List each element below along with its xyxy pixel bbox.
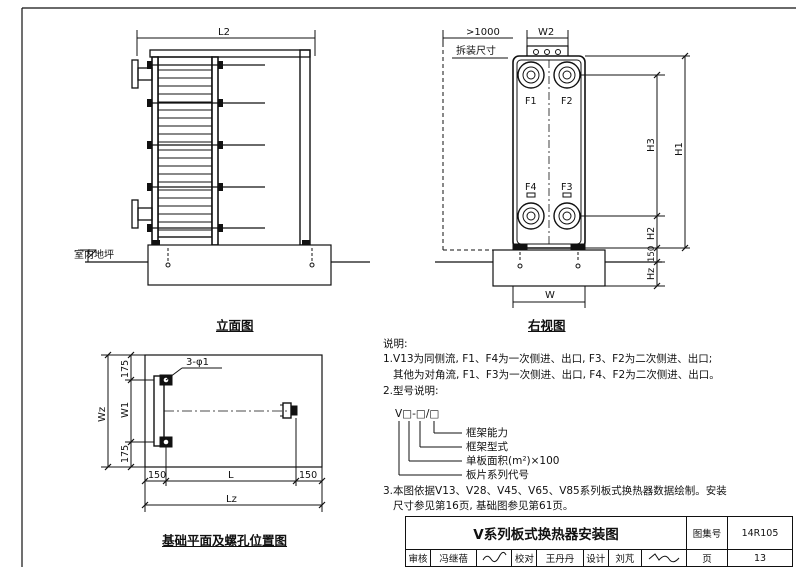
dim-w: W (545, 290, 555, 301)
dim-l: L (228, 470, 234, 481)
elevation-nozzles (131, 59, 153, 229)
dim-175-top: 175 (120, 360, 131, 378)
dim-150-left: 150 (148, 470, 166, 481)
elevation-dim-l2: L2 (218, 27, 230, 38)
elevation-title: 立面图 (216, 318, 254, 333)
port-f1-label: F1 (525, 96, 537, 107)
review-label: 审核 (405, 549, 431, 567)
notes-line-4: 3.本图依据V13、V28、V45、V65、V85系列板式换热器数据绘制。安装 (383, 485, 727, 497)
dim-wz: Wz (97, 407, 108, 422)
tie-bolts (150, 64, 265, 229)
design-name: 刘芃 (607, 549, 643, 567)
page-number: 13 (727, 549, 793, 567)
notes-line-5: 尺寸参见第16页, 基础图参见第61页。 (393, 500, 574, 512)
foundation-plan: 3-φ1 Wz 175 W1 175 150 L 150 Lz (97, 351, 326, 512)
model-frame-capacity: 框架能力 (466, 427, 508, 439)
elevation-view: L2 (74, 27, 370, 286)
port-f2-label: F2 (561, 96, 573, 107)
dim-w1: W1 (120, 402, 131, 418)
design-label: 设计 (582, 549, 609, 567)
notes-line-2: 其他为对角流, F1、F3为一次侧进、出口, F4、F2为二次侧进、出口。 (393, 369, 720, 381)
port-f4-label: F4 (525, 182, 537, 193)
dim-175-bottom: 175 (120, 445, 131, 463)
port-f3-label: F3 (561, 182, 573, 193)
model-code: V□-□/□ (395, 408, 440, 420)
drawing-title: V系列板式换热器安装图 (405, 516, 687, 550)
dim-over-1000: >1000 (466, 27, 500, 38)
dim-w2: W2 (538, 27, 554, 38)
dim-hz: Hz (646, 268, 657, 280)
check-label: 校对 (511, 549, 538, 567)
floor-label: 室内地坪 (74, 248, 114, 261)
atlas-number: 14R105 (727, 516, 793, 550)
dim-h1: H1 (674, 142, 685, 156)
review-signature (476, 549, 513, 567)
check-name: 王丹丹 (536, 549, 584, 567)
foundation-title: 基础平面及螺孔位置图 (162, 533, 288, 548)
model-plate-area: 单板面积(m²)×100 (466, 455, 560, 467)
plate-pack (157, 56, 213, 238)
sheet-frame (21, 7, 796, 567)
model-code-leaders (398, 421, 462, 476)
notes-heading: 说明: (383, 338, 408, 350)
notes-line-3: 2.型号说明: (383, 385, 439, 397)
model-frame-type: 框架型式 (466, 441, 508, 453)
dim-h3: H3 (646, 138, 657, 152)
right-view-title: 右视图 (528, 318, 566, 333)
page-label: 页 (686, 549, 728, 567)
dim-lz: Lz (226, 494, 237, 505)
review-name: 冯继蓓 (429, 549, 478, 567)
right-view: >1000 拆装尺寸 W2 (435, 27, 690, 308)
dim-150-right: 150 (299, 470, 317, 481)
hole-label: 3-φ1 (186, 357, 209, 368)
disassembly-size-label: 拆装尺寸 (456, 44, 496, 57)
model-plate-series: 板片系列代号 (466, 469, 529, 481)
dim-h2: H2 (646, 227, 657, 240)
design-signature (641, 549, 687, 567)
notes-line-1: 1.V13为同侧流, F1、F4为一次侧进、出口, F3、F2为二次侧进、出口; (383, 353, 713, 365)
dim-150: 150 (647, 246, 657, 262)
atlas-label: 图集号 (686, 516, 728, 550)
title-block: V系列板式换热器安装图 图集号 14R105 审核 冯继蓓 校对 王丹丹 设计 … (405, 516, 793, 567)
